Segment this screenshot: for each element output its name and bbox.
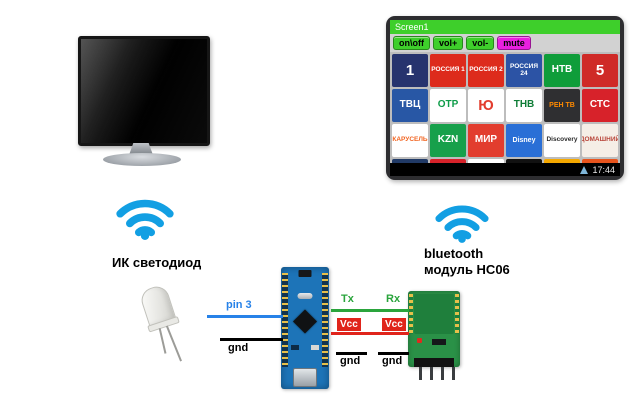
ir-led-illustration bbox=[136, 283, 189, 368]
ir-signal-icon bbox=[110, 182, 180, 245]
hc06-pin-header bbox=[414, 358, 454, 367]
wire-gnd-right-1 bbox=[336, 352, 367, 355]
channel-tile[interactable]: РЕН ТВ bbox=[544, 89, 580, 122]
tx-label: Tx bbox=[341, 293, 354, 305]
hc06-module-board bbox=[408, 291, 460, 380]
channel-tile[interactable]: КАРУСЕЛЬ bbox=[392, 124, 428, 157]
status-wifi-icon bbox=[580, 165, 589, 174]
hc06-pin bbox=[441, 367, 444, 380]
remote-button[interactable]: mute bbox=[497, 36, 531, 50]
channel-tile[interactable]: РОССИЯ 2 bbox=[468, 54, 504, 87]
gnd-label: gnd bbox=[382, 355, 403, 367]
arduino-nano-board bbox=[281, 267, 329, 389]
remote-button[interactable]: on\off bbox=[393, 36, 430, 50]
hc06-status-led bbox=[417, 338, 422, 343]
channel-tile[interactable]: 5 bbox=[582, 54, 618, 87]
channel-tile[interactable]: ОТР bbox=[430, 89, 466, 122]
channel-tile[interactable] bbox=[430, 159, 466, 163]
remote-button[interactable]: vol- bbox=[466, 36, 495, 50]
arduino-component bbox=[291, 345, 299, 350]
wire-vcc bbox=[331, 332, 409, 335]
channel-tile[interactable] bbox=[582, 159, 618, 163]
channel-tile[interactable]: РОССИЯ 1 bbox=[430, 54, 466, 87]
ir-led-label: ИК светодиод bbox=[112, 255, 202, 270]
hc06-pin bbox=[452, 367, 455, 380]
hc06-pin bbox=[419, 367, 422, 380]
wire-gnd-left bbox=[220, 338, 283, 341]
app-titlebar: Screen1 bbox=[390, 20, 620, 34]
channel-tile[interactable]: ТВЦ bbox=[392, 89, 428, 122]
tv-stand-base bbox=[103, 153, 181, 166]
hc06-radio-module bbox=[414, 294, 454, 334]
channel-tile[interactable]: ДОМАШНИЙ bbox=[582, 124, 618, 157]
arduino-mcu-chip bbox=[292, 309, 318, 334]
hc06-pin bbox=[430, 367, 433, 380]
channel-tile[interactable]: 1 bbox=[392, 54, 428, 87]
channel-tile[interactable]: KZN bbox=[430, 124, 466, 157]
channel-tile[interactable] bbox=[544, 159, 580, 163]
channel-tile[interactable] bbox=[468, 159, 504, 163]
tv-stand-neck bbox=[129, 143, 153, 155]
android-status-bar: 17:44 bbox=[390, 163, 620, 176]
tv-screen bbox=[78, 36, 210, 146]
hc06-castellation-left bbox=[409, 294, 413, 334]
remote-button[interactable]: vol+ bbox=[433, 36, 464, 50]
arduino-pin-header-left bbox=[282, 273, 288, 367]
bluetooth-label-line2: модуль HC06 bbox=[424, 262, 510, 277]
channel-tile[interactable] bbox=[392, 159, 428, 163]
led-leg bbox=[165, 325, 182, 362]
led-leg bbox=[158, 327, 167, 354]
channel-tile[interactable]: Ю bbox=[468, 89, 504, 122]
arduino-crystal bbox=[297, 293, 313, 299]
status-clock: 17:44 bbox=[592, 164, 615, 175]
wire-pin3 bbox=[207, 315, 283, 318]
bluetooth-label-line1: bluetooth bbox=[424, 246, 484, 261]
channel-tile[interactable]: НТВ bbox=[544, 54, 580, 87]
arduino-usb-connector bbox=[293, 368, 317, 387]
channel-tile[interactable]: МИР bbox=[468, 124, 504, 157]
channel-tile[interactable]: Discovery bbox=[544, 124, 580, 157]
arduino-icsp-header bbox=[298, 270, 312, 277]
arduino-pin-header-right bbox=[322, 273, 328, 367]
hc06-castellation-right bbox=[455, 294, 459, 334]
gnd-label: gnd bbox=[228, 342, 249, 354]
rx-label: Rx bbox=[386, 293, 401, 305]
channel-tile[interactable]: РОССИЯ 24 bbox=[506, 54, 542, 87]
channel-tile[interactable]: ТНВ bbox=[506, 89, 542, 122]
vcc-label: Vcc bbox=[382, 318, 406, 331]
wire-tx-rx bbox=[331, 309, 409, 312]
gnd-label: gnd bbox=[340, 355, 361, 367]
channel-tile[interactable] bbox=[506, 159, 542, 163]
vcc-label: Vcc bbox=[337, 318, 361, 331]
pin3-label: pin 3 bbox=[226, 299, 252, 311]
arduino-component bbox=[311, 345, 319, 350]
bluetooth-signal-icon bbox=[430, 188, 494, 249]
channel-tile[interactable]: Disney bbox=[506, 124, 542, 157]
hc06-component bbox=[432, 339, 446, 345]
wire-gnd-right-2 bbox=[378, 352, 409, 355]
channel-tile[interactable]: СТС bbox=[582, 89, 618, 122]
